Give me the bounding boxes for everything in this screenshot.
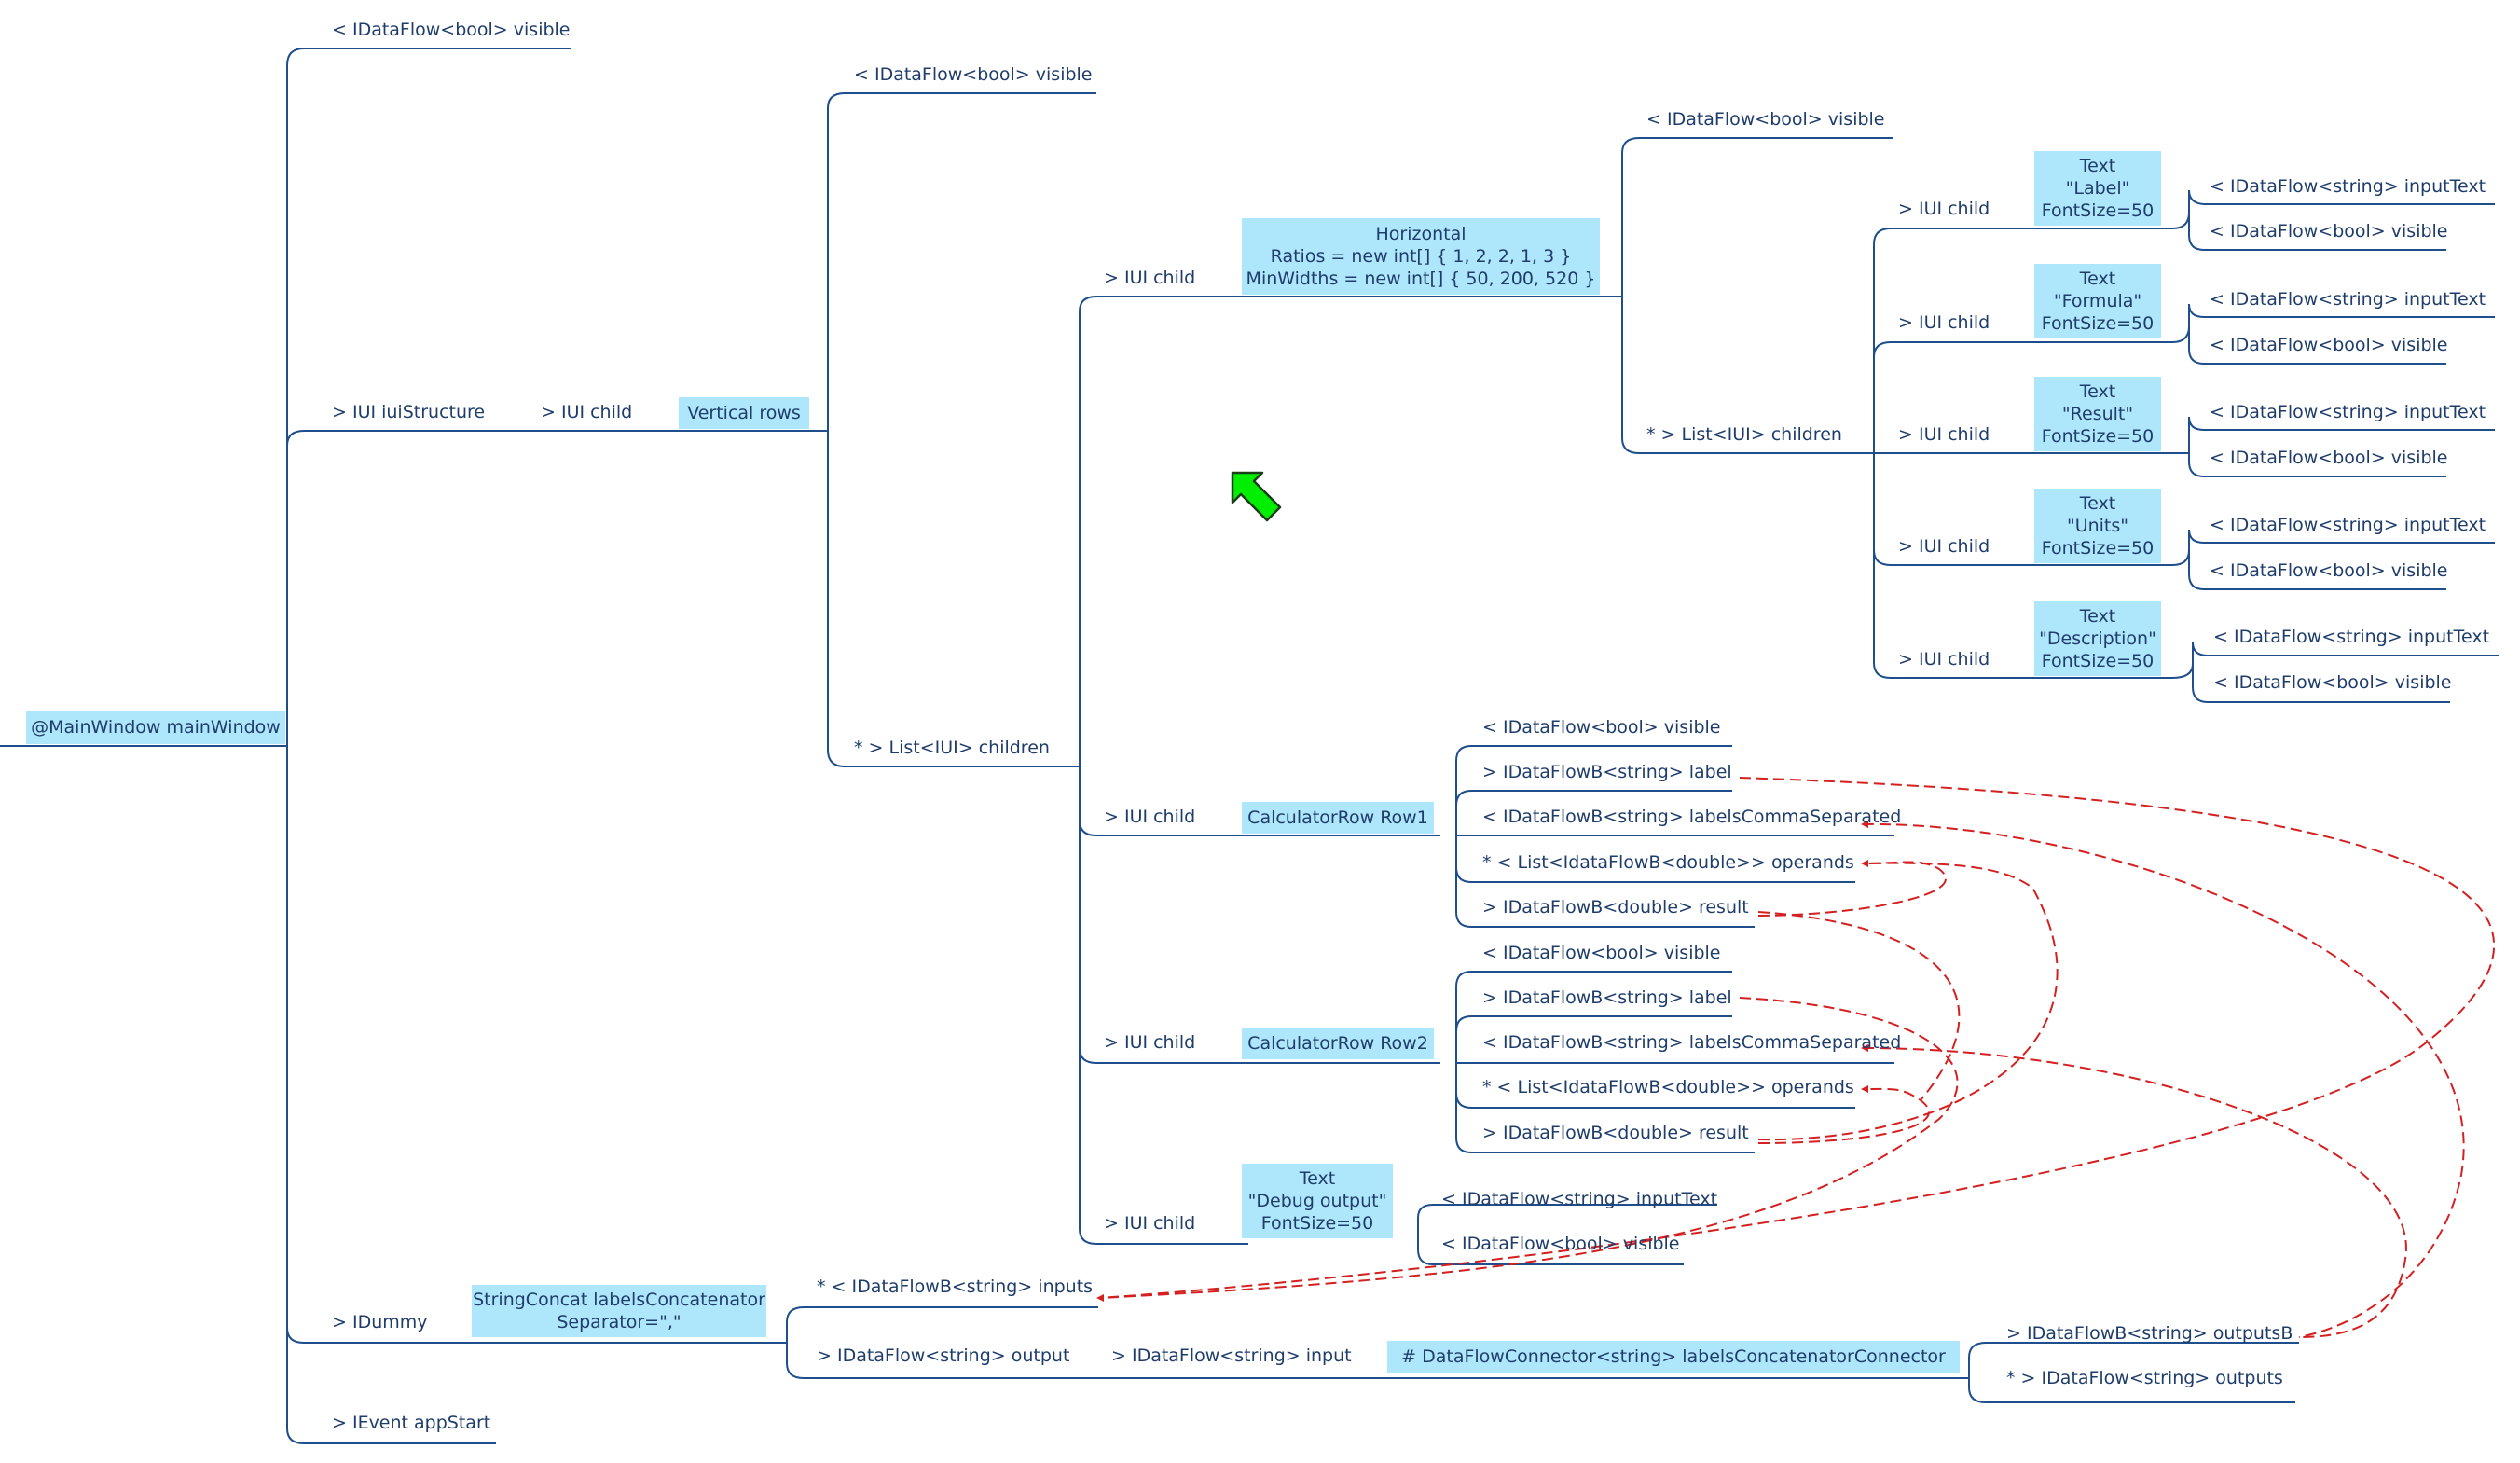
row1-labels-comma-port[interactable]: < IDataFlowB<string> labelsCommaSeparate… (1482, 807, 1902, 827)
text-node-type: Text (2079, 381, 2116, 402)
concat-output-port[interactable]: > IDataFlow<string> output (817, 1346, 1070, 1366)
row1-child-port[interactable]: > IUI child (1104, 807, 1196, 827)
text-result-node[interactable]: Text"Result"FontSize=50 (2034, 377, 2161, 451)
text-description-node[interactable]: Text"Description"FontSize=50 (2034, 601, 2161, 676)
main-window-node[interactable]: @MainWindow mainWindow (26, 711, 285, 744)
text-node-fontsize: FontSize=50 (2041, 538, 2155, 559)
text-result-visible-port[interactable]: < IDataFlow<bool> visible (2210, 448, 2448, 468)
debug-node-type: Text (1299, 1168, 1336, 1189)
connector-input-port[interactable]: > IDataFlow<string> input (1111, 1346, 1352, 1366)
text-node-fontsize: FontSize=50 (2041, 313, 2155, 334)
connector-outputs-port[interactable]: * > IDataFlow<string> outputs (2006, 1368, 2283, 1388)
debug-visible-port[interactable]: < IDataFlow<bool> visible (1441, 1234, 1680, 1254)
text-description-visible-port[interactable]: < IDataFlow<bool> visible (2213, 672, 2452, 693)
text-node-type: Text (2079, 606, 2116, 627)
text-node-fontsize: FontSize=50 (2041, 651, 2155, 671)
row2-visible-port[interactable]: < IDataFlow<bool> visible (1482, 943, 1721, 963)
children-list-port[interactable]: * > List<IUI> children (854, 738, 1050, 758)
text-description-input-port[interactable]: < IDataFlow<string> inputText (2213, 627, 2490, 647)
text-node-fontsize: FontSize=50 (2041, 200, 2155, 221)
iui-structure-port[interactable]: > IUI iuiStructure (332, 402, 486, 422)
horizontal-visible-port[interactable]: < IDataFlow<bool> visible (1646, 109, 1885, 130)
data-flow-connector-node[interactable]: # DataFlowConnector<string> labelsConcat… (1387, 1341, 1960, 1373)
row2-child-port[interactable]: > IUI child (1104, 1032, 1196, 1053)
concat-separator: Separator="," (557, 1312, 682, 1332)
row1-result-port[interactable]: > IDataFlowB<double> result (1482, 897, 1749, 918)
row2-label: CalculatorRow Row2 (1247, 1033, 1428, 1054)
debug-input-port[interactable]: < IDataFlow<string> inputText (1441, 1189, 1718, 1209)
calculator-row1-node[interactable]: CalculatorRow Row1 (1242, 802, 1434, 834)
text-label-input-port[interactable]: < IDataFlow<string> inputText (2210, 176, 2486, 197)
text-node-content: "Label" (2065, 178, 2130, 199)
text-units-child-port[interactable]: > IUI child (1898, 536, 1990, 557)
horizontal-min-widths: MinWidths = new int[] { 50, 200, 520 } (1246, 269, 1596, 289)
text-node-type: Text (2079, 493, 2116, 514)
row2-operands-port[interactable]: * < List<IdataFlowB<double>> operands (1482, 1077, 1854, 1097)
text-units-node[interactable]: Text"Units"FontSize=50 (2034, 489, 2161, 563)
row2-label-port[interactable]: > IDataFlowB<string> label (1482, 987, 1732, 1008)
app-start-port[interactable]: > IEvent appStart (332, 1413, 491, 1433)
text-node-content: "Formula" (2053, 291, 2142, 311)
text-description-child-port[interactable]: > IUI child (1898, 649, 1990, 669)
text-node-fontsize: FontSize=50 (2041, 426, 2155, 447)
text-node-content: "Description" (2039, 628, 2156, 649)
row1-label-port[interactable]: > IDataFlowB<string> label (1482, 762, 1732, 782)
text-formula-child-port[interactable]: > IUI child (1898, 312, 1990, 333)
horizontal-children-port[interactable]: * > List<IUI> children (1646, 424, 1842, 445)
vertical-visible-port[interactable]: < IDataFlow<bool> visible (854, 64, 1093, 85)
row1-operands-port[interactable]: * < List<IdataFlowB<double>> operands (1482, 852, 1854, 873)
text-result-input-port[interactable]: < IDataFlow<string> inputText (2210, 402, 2486, 422)
idummy-port[interactable]: > IDummy (332, 1312, 428, 1332)
debug-child-port[interactable]: > IUI child (1104, 1213, 1196, 1234)
text-formula-visible-port[interactable]: < IDataFlow<bool> visible (2210, 335, 2448, 355)
row1-visible-port[interactable]: < IDataFlow<bool> visible (1482, 717, 1721, 738)
text-node-content: "Units" (2066, 516, 2129, 536)
horizontal-child-port[interactable]: > IUI child (1104, 268, 1196, 288)
connector-outputsB-port[interactable]: > IDataFlowB<string> outputsB (2006, 1323, 2293, 1344)
iui-child-port[interactable]: > IUI child (541, 402, 633, 422)
concat-inputs-port[interactable]: * < IDataFlowB<string> inputs (817, 1277, 1094, 1297)
text-units-visible-port[interactable]: < IDataFlow<bool> visible (2210, 560, 2448, 581)
text-result-child-port[interactable]: > IUI child (1898, 424, 1990, 445)
horizontal-title: Horizontal (1375, 224, 1467, 244)
vertical-rows-node[interactable]: Vertical rows (679, 397, 809, 429)
text-node-content: "Result" (2061, 404, 2134, 424)
vertical-rows-label: Vertical rows (687, 403, 801, 423)
horizontal-node[interactable]: Horizontal Ratios = new int[] { 1, 2, 2,… (1242, 218, 1600, 295)
text-units-input-port[interactable]: < IDataFlow<string> inputText (2210, 515, 2486, 535)
connector-label: # DataFlowConnector<string> labelsConcat… (1401, 1346, 1946, 1367)
debug-node-content: "Debug output" (1247, 1191, 1387, 1211)
row1-label: CalculatorRow Row1 (1247, 807, 1428, 828)
text-label-child-port[interactable]: > IUI child (1898, 199, 1990, 219)
calculator-row2-node[interactable]: CalculatorRow Row2 (1242, 1028, 1434, 1059)
concat-label: StringConcat labelsConcatenator (473, 1290, 765, 1310)
main-window-label: @MainWindow mainWindow (31, 717, 281, 738)
row2-labels-comma-port[interactable]: < IDataFlowB<string> labelsCommaSeparate… (1482, 1032, 1902, 1053)
horizontal-ratios: Ratios = new int[] { 1, 2, 2, 1, 3 } (1270, 246, 1572, 267)
text-node-type: Text (2079, 156, 2116, 176)
row2-result-port[interactable]: > IDataFlowB<double> result (1482, 1123, 1749, 1143)
debug-output-node[interactable]: Text"Debug output"FontSize=50 (1242, 1164, 1393, 1238)
arrow-cursor-icon (1231, 471, 1282, 522)
text-formula-input-port[interactable]: < IDataFlow<string> inputText (2210, 289, 2486, 310)
debug-node-fontsize: FontSize=50 (1260, 1213, 1374, 1234)
text-formula-node[interactable]: Text"Formula"FontSize=50 (2034, 264, 2161, 338)
text-label-visible-port[interactable]: < IDataFlow<bool> visible (2210, 221, 2448, 242)
text-label-node[interactable]: Text"Label"FontSize=50 (2034, 151, 2161, 226)
main-visible-port[interactable]: < IDataFlow<bool> visible (332, 20, 571, 40)
text-node-type: Text (2079, 269, 2116, 289)
